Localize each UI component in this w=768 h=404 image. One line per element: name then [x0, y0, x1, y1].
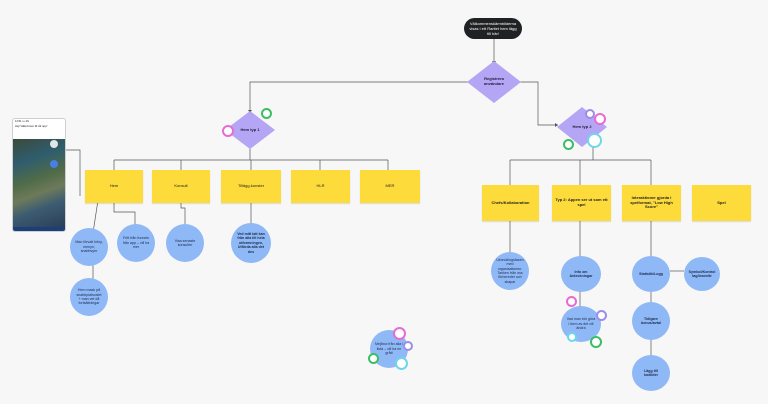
phone-status-bar: 12:51 ••• 4G [15, 120, 30, 123]
collaborator-avatar[interactable] [590, 336, 602, 348]
sticky-hem[interactable]: Hem [85, 170, 143, 203]
connector [249, 81, 468, 113]
collaborator-avatar[interactable] [222, 125, 234, 137]
decision-right-label: Hem typ 2 [572, 123, 592, 129]
connector [520, 81, 558, 126]
sticky-chefs-label: Chefs/Kollaboration [491, 199, 530, 205]
bubble-hem-b-text: Fritt från funnels från app – vill ha me… [122, 236, 150, 250]
bubble-bottom-text: Mejlbox från alla i lista – vill ha en g… [375, 342, 403, 356]
phone-screenshot[interactable]: 12:51 ••• 4G Hej! Välkommen till vår app… [12, 118, 66, 232]
collaborator-avatar[interactable] [594, 113, 606, 125]
sticky-konsult-label: Konsult [174, 183, 188, 189]
collaborator-avatar[interactable] [596, 310, 607, 321]
collaborator-avatar[interactable] [395, 357, 408, 370]
bubble-hem-c-text: Hem mask på snabbplatsvalet + man vet då… [76, 288, 102, 306]
collaborator-avatar[interactable] [567, 332, 577, 342]
sticky-konsult[interactable]: Konsult [152, 170, 210, 203]
sticky-hlr-label: HLR [316, 183, 325, 189]
decision-main-diamond[interactable] [466, 60, 522, 104]
bubble-stat-text: Statistik/Logg [639, 271, 663, 276]
sticky-interaktioner-label: Interaktioner gjorda i spelformat, "Low … [630, 194, 673, 210]
decision-left-diamond[interactable] [224, 110, 276, 150]
connector [92, 199, 99, 234]
collaborator-avatar[interactable] [403, 341, 413, 351]
bubble-konsult[interactable]: Visa senaste konsulter [166, 224, 204, 262]
phone-header-text: Hej! Välkommen till vår app! [15, 125, 48, 129]
map-zoom-icon [50, 140, 58, 148]
bubble-hem-b[interactable]: Fritt från funnels från app – vill ha me… [117, 224, 155, 262]
sticky-spel-label: Spel [717, 199, 726, 205]
collaborator-avatar[interactable] [368, 353, 379, 364]
decision-main-label: Registrera användare [483, 76, 504, 86]
collaborator-avatar[interactable] [566, 296, 577, 307]
sticky-interaktioner[interactable]: Interaktioner gjorda i spelformat, "Low … [622, 185, 681, 221]
collaborator-avatar[interactable] [563, 139, 574, 150]
map-location-icon [50, 160, 58, 168]
sticky-tillagg-label: Tillägg-konster [237, 183, 265, 189]
bubble-cond[interactable]: Symbol/Kontrol tag/loner/är [684, 257, 720, 291]
sticky-mer[interactable]: MER [360, 170, 420, 203]
bubble-tillagg[interactable]: Ved mitt latt kan från alla till hela ut… [231, 223, 271, 263]
bubble-konsult-text: Visa senaste konsulter [174, 238, 196, 247]
collaborator-avatar[interactable] [393, 327, 406, 340]
bubble-tillagg-text: Ved mitt latt kan från alla till hela ut… [237, 231, 265, 254]
bubble-hem-a[interactable]: Man förvalt Infoy, menyn, snabbvyer [70, 228, 108, 266]
start-node-label: Välkommenskärmbilderna visas i ett Rarit… [469, 21, 517, 36]
bubble-info-text: Info om Anteckningar [569, 269, 593, 278]
decision-left-label: Hem typ 1 [240, 126, 260, 132]
sticky-typ2-label: Typ 2: Appen ser ut som ett spel [555, 197, 608, 207]
connector [64, 149, 81, 196]
connector [509, 160, 652, 185]
bubble-lagg[interactable]: Lägg till kodlider [632, 355, 670, 391]
connector [113, 203, 136, 228]
bubble-stat[interactable]: Statistik/Logg [632, 256, 670, 292]
phone-nav-bar [13, 227, 65, 231]
collaborator-avatar[interactable] [587, 133, 602, 148]
collaborator-avatar[interactable] [585, 109, 595, 119]
bubble-chef[interactable]: Utvecklingsfasen med organisationen. Tan… [491, 252, 529, 290]
bubble-utv-text: Vad man bör göra i form av det vill ändr… [566, 317, 596, 331]
sticky-tillagg[interactable]: Tillägg-konster [221, 170, 281, 203]
phone-map-image [13, 139, 65, 227]
bubble-info[interactable]: Info om Anteckningar [561, 256, 601, 292]
bubble-lagg-text: Lägg till kodlider [644, 368, 658, 377]
sticky-spel[interactable]: Spel [692, 185, 751, 221]
bubble-hem-c[interactable]: Hem mask på snabbplatsvalet + man vet då… [70, 278, 108, 316]
start-node[interactable]: Välkommenskärmbilderna visas i ett Rarit… [464, 18, 522, 39]
connector [113, 160, 389, 170]
sticky-chefs[interactable]: Chefs/Kollaboration [482, 185, 539, 221]
bubble-chef-text: Utvecklingsfasen med organisationen. Tan… [496, 257, 524, 284]
bubble-bonus-text: Tidigare bonus/avtal [641, 316, 661, 325]
bubble-cond-text: Symbol/Kontrol tag/loner/är [688, 269, 716, 278]
bubble-bonus[interactable]: Tidigare bonus/avtal [632, 302, 670, 340]
sticky-typ2[interactable]: Typ 2: Appen ser ut som ett spel [552, 185, 611, 221]
bubble-hem-a-text: Man förvalt Infoy, menyn, snabbvyer [75, 240, 103, 254]
sticky-mer-label: MER [385, 183, 395, 189]
collaborator-avatar[interactable] [261, 108, 272, 119]
sticky-hlr[interactable]: HLR [291, 170, 350, 203]
connector [180, 203, 186, 226]
sticky-hem-label: Hem [109, 183, 119, 189]
